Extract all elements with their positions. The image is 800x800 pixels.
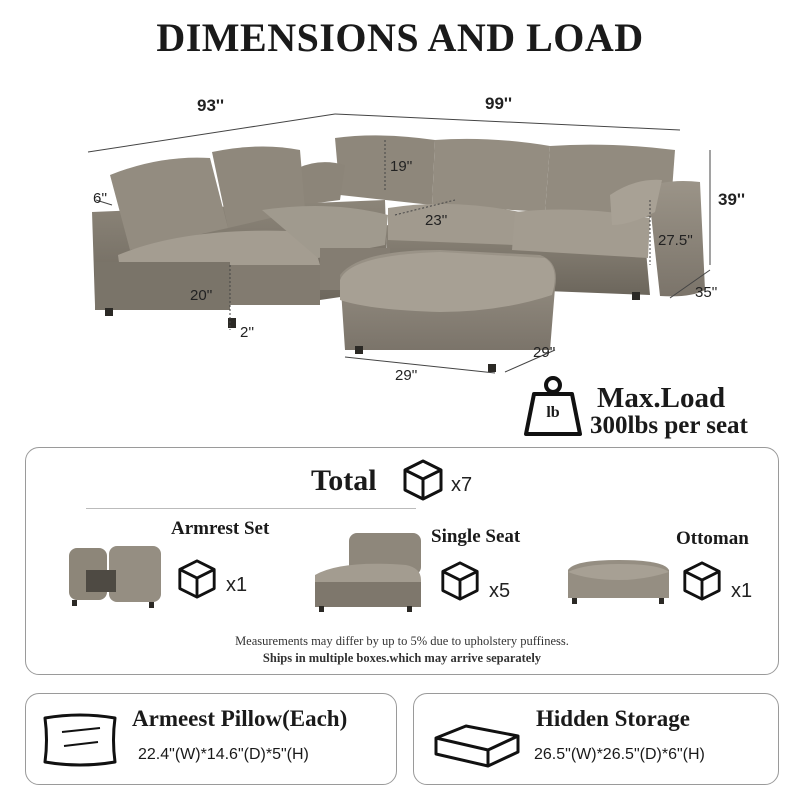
pillow-label: Armeest Pillow(Each) xyxy=(132,706,348,731)
single-seat-count: x5 xyxy=(489,580,511,602)
armrest-set-count: x1 xyxy=(226,574,248,596)
box-icon xyxy=(439,560,481,606)
sectional-sofa-illustration xyxy=(87,113,711,374)
dim-depth: 35'' xyxy=(695,284,718,301)
divider xyxy=(86,508,416,509)
ottoman-label: Ottoman xyxy=(676,528,749,549)
armrest-set-image xyxy=(69,546,161,608)
box-icon xyxy=(681,560,723,606)
storage-box-icon xyxy=(434,724,520,768)
page-title: DIMENSIONS AND LOAD xyxy=(156,15,644,60)
box-icon xyxy=(176,558,218,604)
single-seat-image xyxy=(315,533,421,612)
dim-ottoman-depth: 29'' xyxy=(533,344,556,361)
storage-dims: 26.5"(W)*26.5"(D)*6"(H) xyxy=(534,746,705,763)
ottoman-count: x1 xyxy=(731,580,753,602)
boxes-panel: Total x7 Armrest Set x1 Single Seat x5 O… xyxy=(25,447,779,675)
weight-icon: lb xyxy=(522,374,584,440)
dim-back-height: 19'' xyxy=(390,158,413,175)
dim-left-width: 93'' xyxy=(197,96,224,115)
shipping-note: Ships in multiple boxes.which may arrive… xyxy=(262,651,542,665)
total-label: Total xyxy=(311,464,377,497)
weight-icon-text: lb xyxy=(546,404,560,421)
measurement-note: Measurements may differ by up to 5% due … xyxy=(235,634,569,648)
max-load-value: 300lbs per seat xyxy=(590,412,748,439)
dim-seat-depth: 23'' xyxy=(425,212,448,229)
dim-ottoman-width: 29'' xyxy=(395,367,418,384)
single-seat-label: Single Seat xyxy=(431,526,521,547)
ottoman-image xyxy=(568,560,669,604)
pillow-icon xyxy=(43,713,117,767)
dim-right-width: 99'' xyxy=(485,94,512,113)
dim-arm-height: 27.5'' xyxy=(658,232,693,249)
dim-arm-width: 6'' xyxy=(93,190,108,207)
dim-seat-height: 20'' xyxy=(190,287,213,304)
dim-height: 39'' xyxy=(718,190,745,209)
dim-leg-height: 2'' xyxy=(240,324,255,341)
box-icon xyxy=(401,458,445,506)
pillow-panel: Armeest Pillow(Each) 22.4"(W)*14.6"(D)*5… xyxy=(25,693,397,785)
pillow-dims: 22.4"(W)*14.6"(D)*5"(H) xyxy=(138,746,309,763)
total-count: x7 xyxy=(451,474,473,496)
max-load-label: Max.Load xyxy=(597,382,726,414)
armrest-set-label: Armrest Set xyxy=(171,518,270,539)
storage-panel: Hidden Storage 26.5"(W)*26.5"(D)*6"(H) xyxy=(413,693,779,785)
storage-label: Hidden Storage xyxy=(536,706,690,731)
